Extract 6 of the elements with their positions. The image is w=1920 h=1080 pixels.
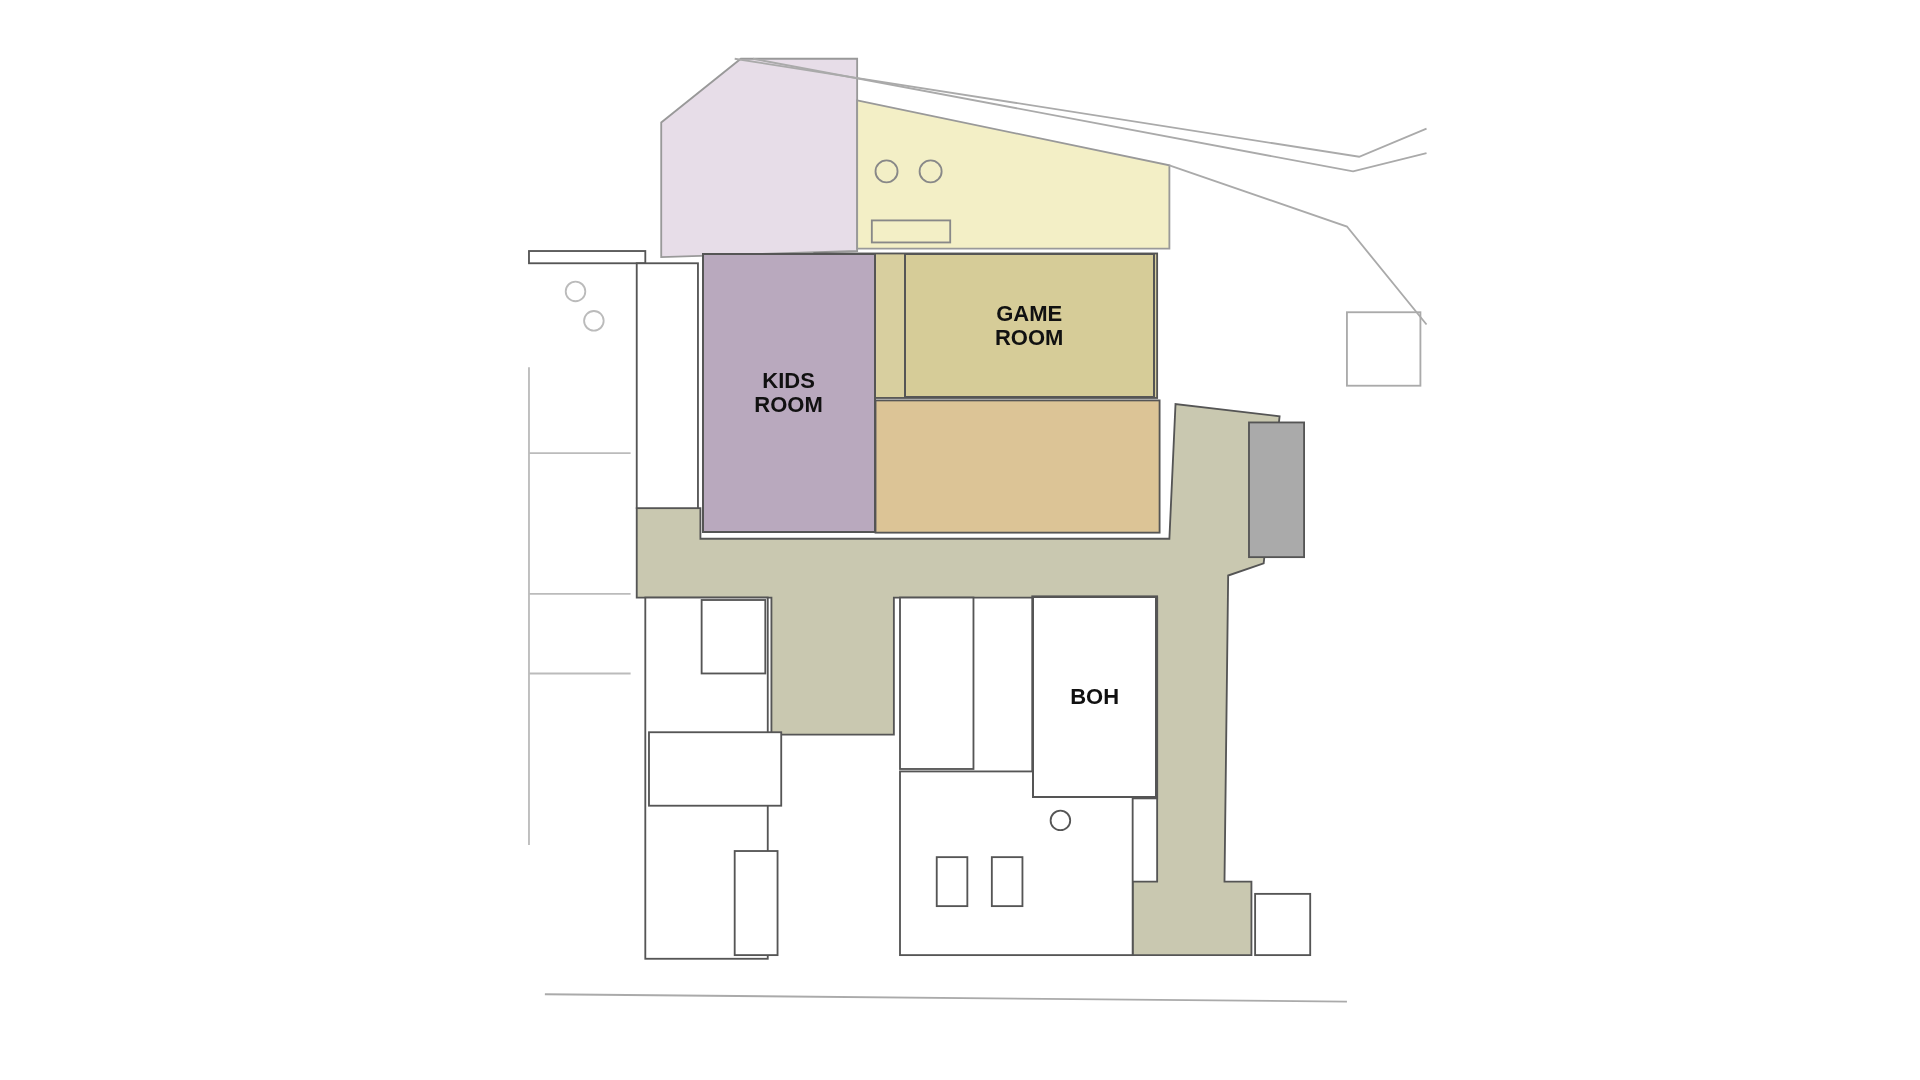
room-label: KIDS ROOM xyxy=(753,369,824,418)
back-of-house-area xyxy=(1032,596,1158,799)
kids-room-area xyxy=(701,253,876,533)
room-label: GAME ROOM xyxy=(993,301,1065,350)
room-label: BOH xyxy=(1070,685,1120,710)
game-room-area xyxy=(903,253,1155,398)
